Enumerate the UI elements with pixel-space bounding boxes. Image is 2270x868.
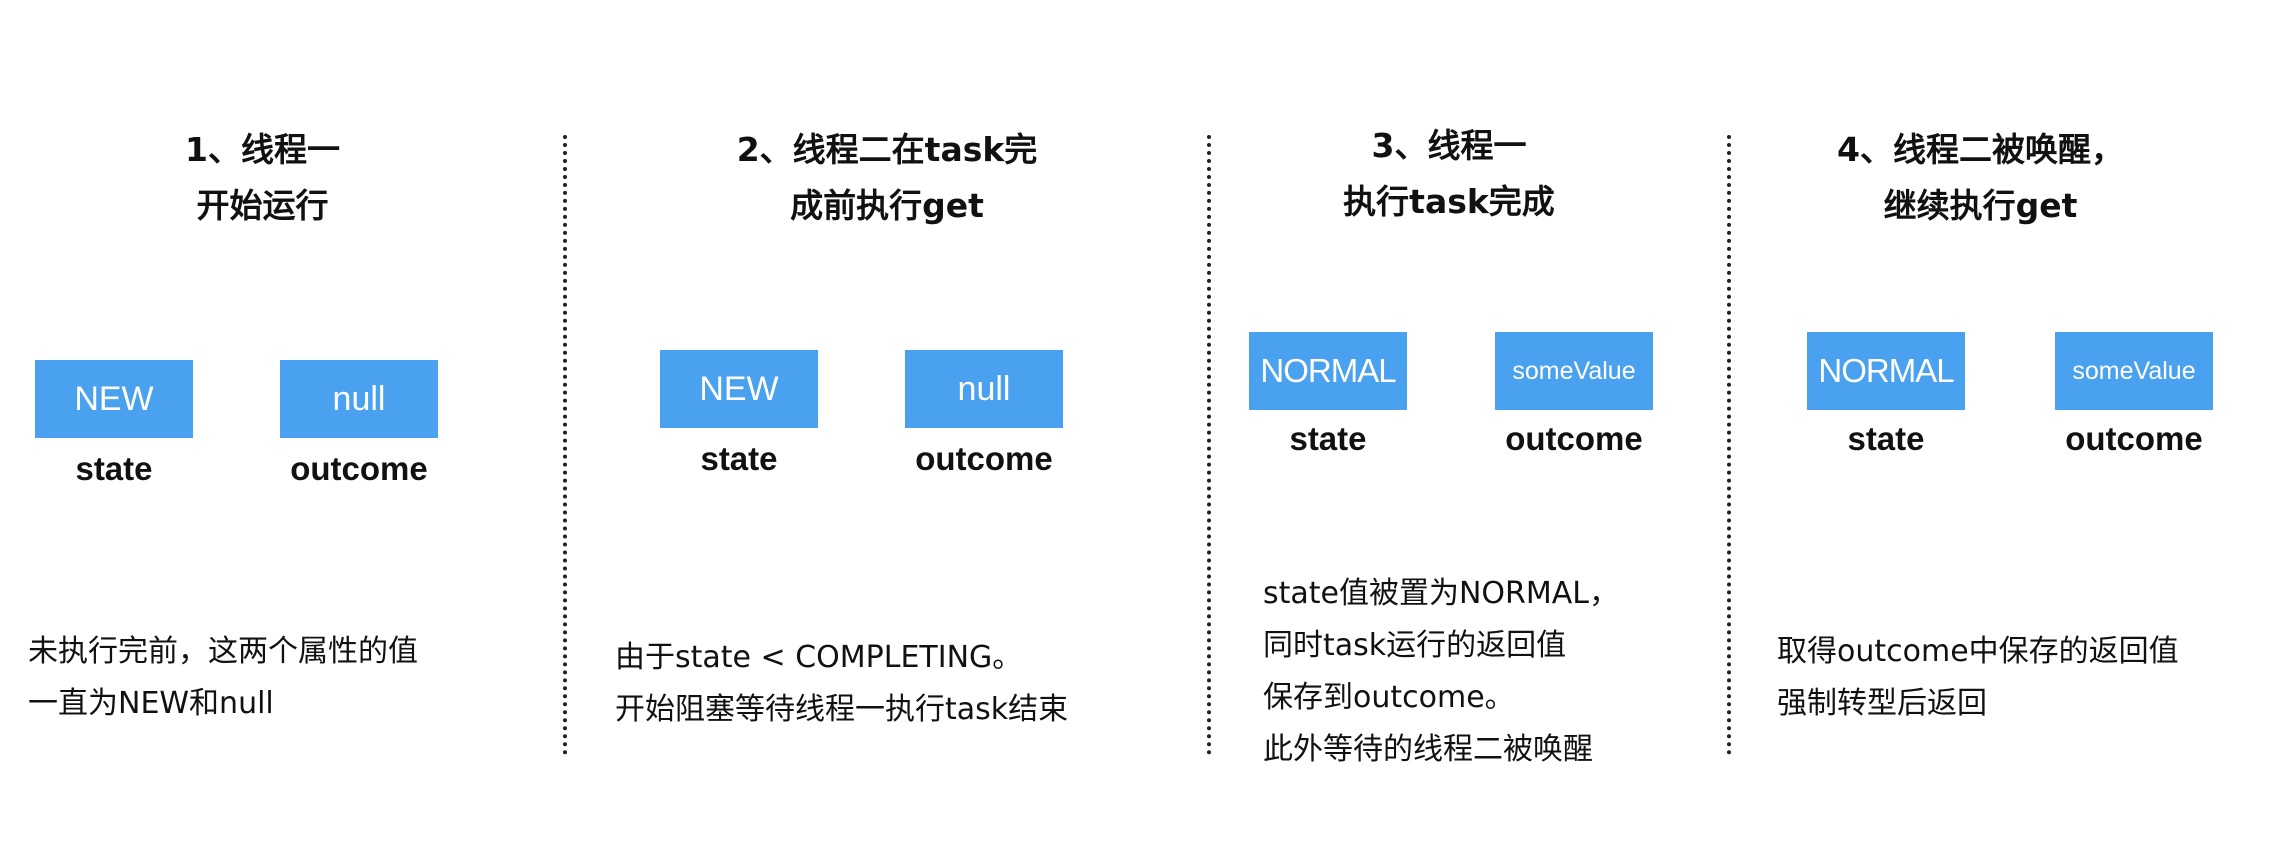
divider-2 — [1207, 135, 1211, 755]
step-3-state-box: NORMAL — [1249, 332, 1407, 410]
step-2-title: 2、线程二在task完 成前执行get — [736, 130, 1038, 225]
step-1-title: 1、线程一 开始运行 — [185, 130, 340, 225]
step-2-outcome-label: outcome — [915, 440, 1053, 477]
step-3-outcome-box: someValue — [1495, 332, 1653, 410]
step-2-panel: 2、线程二在task完 成前执行get NEW state null outco… — [567, 0, 1207, 868]
step-4-outcome-label: outcome — [2065, 420, 2203, 457]
step-1-outcome-box: null — [280, 360, 438, 438]
step-4-state-box: NORMAL — [1807, 332, 1965, 410]
step-1-outcome-label: outcome — [290, 450, 428, 487]
step-1-description: 未执行完前，这两个属性的值 一直为NEW和null — [28, 634, 418, 721]
step-3-state-label: state — [1289, 420, 1367, 457]
step-4-panel: 4、线程二被唤醒， 继续执行get NORMAL state someValue… — [1731, 0, 2270, 868]
step-3-outcome-label: outcome — [1505, 420, 1643, 457]
step-2-outcome-box: null — [905, 350, 1063, 428]
step-4-title: 4、线程二被唤醒， 继续执行get — [1837, 130, 2124, 225]
step-1-state-label: state — [75, 450, 153, 487]
step-3-title: 3、线程一 执行task完成 — [1343, 126, 1555, 221]
divider-3 — [1727, 135, 1731, 755]
step-1-panel: 1、线程一 开始运行 NEW state null outcome 未执行完前，… — [0, 0, 565, 868]
step-1-state-box: NEW — [35, 360, 193, 438]
step-3-description: state值被置为NORMAL， 同时task运行的返回值 保存到outcome… — [1263, 576, 1620, 767]
step-2-state-box: NEW — [660, 350, 818, 428]
step-4-description: 取得outcome中保存的返回值 强制转型后返回 — [1777, 634, 2179, 721]
step-2-state-label: state — [700, 440, 778, 477]
step-4-state-label: state — [1847, 420, 1925, 457]
divider-1 — [563, 135, 567, 755]
step-3-panel: 3、线程一 执行task完成 NORMAL state someValue ou… — [1211, 0, 1727, 868]
step-2-description: 由于state < COMPLETING。 开始阻塞等待线程一执行task结束 — [615, 640, 1069, 727]
step-4-outcome-box: someValue — [2055, 332, 2213, 410]
